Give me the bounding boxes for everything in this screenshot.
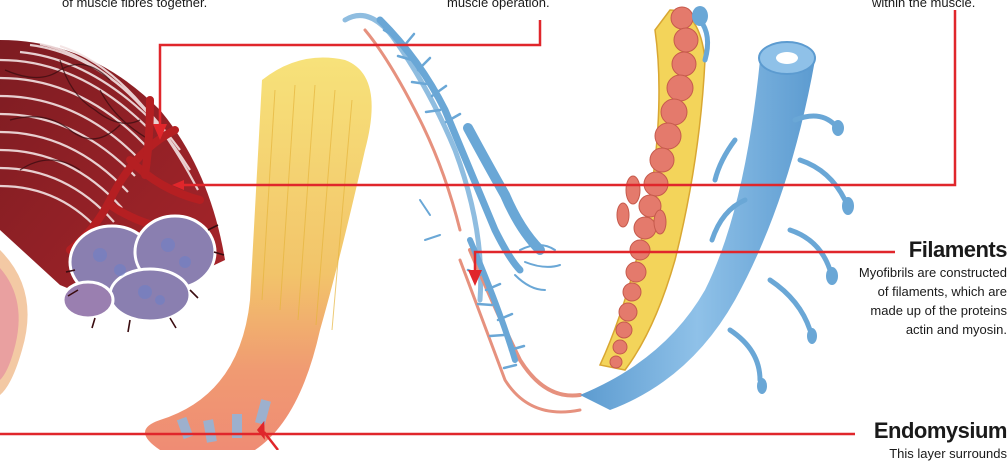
- perimysium-caption-tail: of muscle fibres together.: [62, 0, 207, 11]
- endomysium-heading: Endomysium: [874, 418, 1007, 444]
- endomysium-label: Endomysium This layer surrounds: [874, 418, 1007, 463]
- nerve-strands: [345, 16, 580, 413]
- filaments-line: Myofibrils are constructed: [859, 263, 1007, 282]
- muscle-anatomy-illustration: [0, 0, 1008, 450]
- filaments-heading: Filaments: [859, 237, 1007, 263]
- blood-caption-tail: within the muscle.: [872, 0, 975, 11]
- endomysium-line: This layer surrounds: [874, 444, 1007, 463]
- filaments-line: made up of the proteins: [859, 301, 1007, 320]
- left-edge-cross-section: [0, 250, 28, 395]
- filaments-line: actin and myosin.: [859, 320, 1007, 339]
- filaments-line: of filaments, which are: [859, 282, 1007, 301]
- filaments-label: Filaments Myofibrils are constructed of …: [859, 237, 1007, 339]
- nerve-caption-tail: muscle operation.: [447, 0, 550, 11]
